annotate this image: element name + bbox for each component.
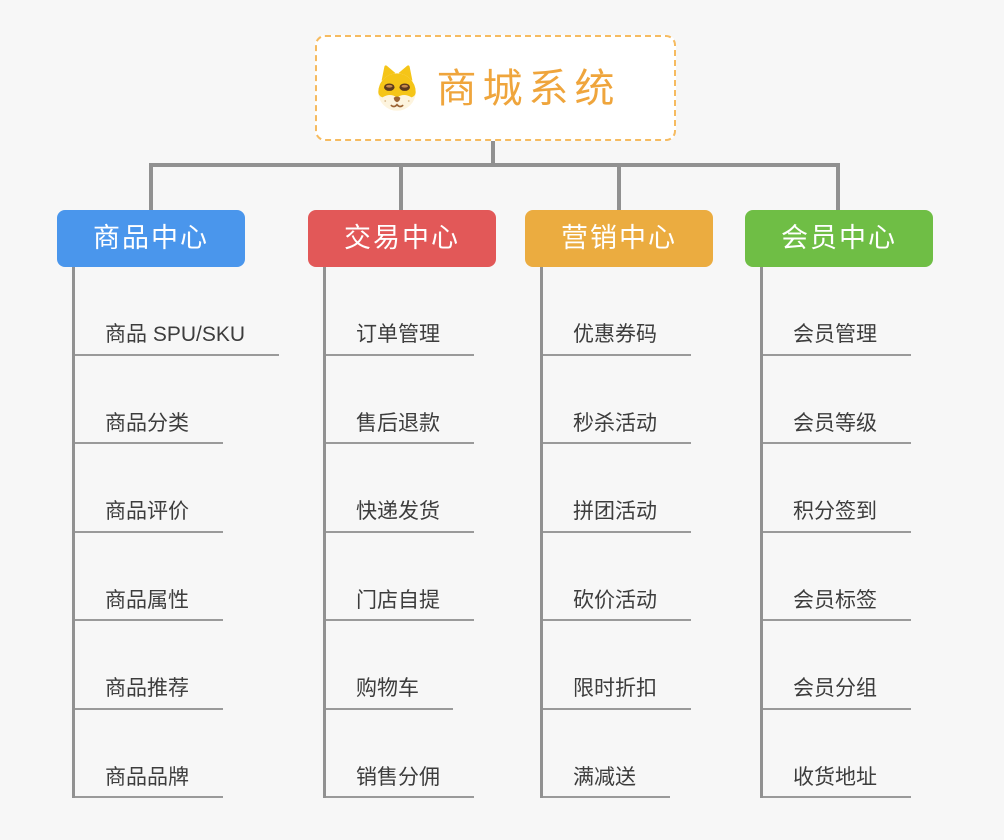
mindmap-item[interactable]: 会员标签 [760, 533, 911, 621]
root-node-mall-system[interactable]: 商城系统 [315, 35, 676, 141]
branch-header-member-center[interactable]: 会员中心 [745, 210, 933, 267]
branch-trade-center: 交易中心 订单管理 售后退款 快递发货 门店自提 购物车 销售分佣 [308, 210, 496, 798]
mindmap-item[interactable]: 商品 SPU/SKU [72, 267, 280, 356]
mindmap-item[interactable]: 会员等级 [760, 356, 911, 444]
mindmap-item[interactable]: 会员分组 [760, 621, 911, 710]
mindmap-item[interactable]: 满减送 [540, 710, 670, 798]
mindmap-item[interactable]: 限时折扣 [540, 621, 691, 710]
trunk-connector [149, 163, 840, 167]
dog-face-icon [371, 62, 423, 114]
mindmap-item[interactable]: 售后退款 [323, 356, 474, 444]
mindmap-item[interactable]: 拼团活动 [540, 444, 691, 533]
mindmap-item[interactable]: 商品评价 [72, 444, 223, 533]
branch-header-trade-center[interactable]: 交易中心 [308, 210, 496, 267]
branch-items-member-center: 会员管理 会员等级 积分签到 会员标签 会员分组 收货地址 [760, 267, 933, 798]
branch-header-marketing-center[interactable]: 营销中心 [525, 210, 713, 267]
mindmap-item[interactable]: 购物车 [323, 621, 453, 710]
mindmap-item[interactable]: 砍价活动 [540, 533, 691, 621]
mindmap-item[interactable]: 优惠券码 [540, 267, 691, 356]
mindmap-item[interactable]: 快递发货 [323, 444, 474, 533]
mindmap-item[interactable]: 秒杀活动 [540, 356, 691, 444]
mindmap-item[interactable]: 会员管理 [760, 267, 911, 356]
mindmap-item[interactable]: 商品属性 [72, 533, 223, 621]
root-stem-connector [491, 140, 495, 165]
branch-items-product-center: 商品 SPU/SKU 商品分类 商品评价 商品属性 商品推荐 商品品牌 [72, 267, 280, 798]
mindmap-item[interactable]: 订单管理 [323, 267, 474, 356]
mindmap-item[interactable]: 积分签到 [760, 444, 911, 533]
branch-items-marketing-center: 优惠券码 秒杀活动 拼团活动 砍价活动 限时折扣 满减送 [540, 267, 713, 798]
mindmap-item[interactable]: 收货地址 [760, 710, 911, 798]
drop-connector-product [149, 163, 153, 210]
branch-marketing-center: 营销中心 优惠券码 秒杀活动 拼团活动 砍价活动 限时折扣 满减送 [525, 210, 713, 798]
mindmap-item[interactable]: 门店自提 [323, 533, 474, 621]
drop-connector-member [836, 163, 840, 210]
drop-connector-marketing [617, 163, 621, 210]
mindmap-item[interactable]: 销售分佣 [323, 710, 474, 798]
mindmap-item[interactable]: 商品品牌 [72, 710, 223, 798]
root-title: 商城系统 [436, 67, 621, 111]
branch-header-product-center[interactable]: 商品中心 [57, 210, 245, 267]
branch-member-center: 会员中心 会员管理 会员等级 积分签到 会员标签 会员分组 收货地址 [745, 210, 933, 798]
mindmap-item[interactable]: 商品推荐 [72, 621, 223, 710]
mindmap-item[interactable]: 商品分类 [72, 356, 223, 444]
branch-items-trade-center: 订单管理 售后退款 快递发货 门店自提 购物车 销售分佣 [323, 267, 496, 798]
drop-connector-trade [399, 163, 403, 210]
branch-product-center: 商品中心 商品 SPU/SKU 商品分类 商品评价 商品属性 商品推荐 商品品牌 [57, 210, 280, 798]
